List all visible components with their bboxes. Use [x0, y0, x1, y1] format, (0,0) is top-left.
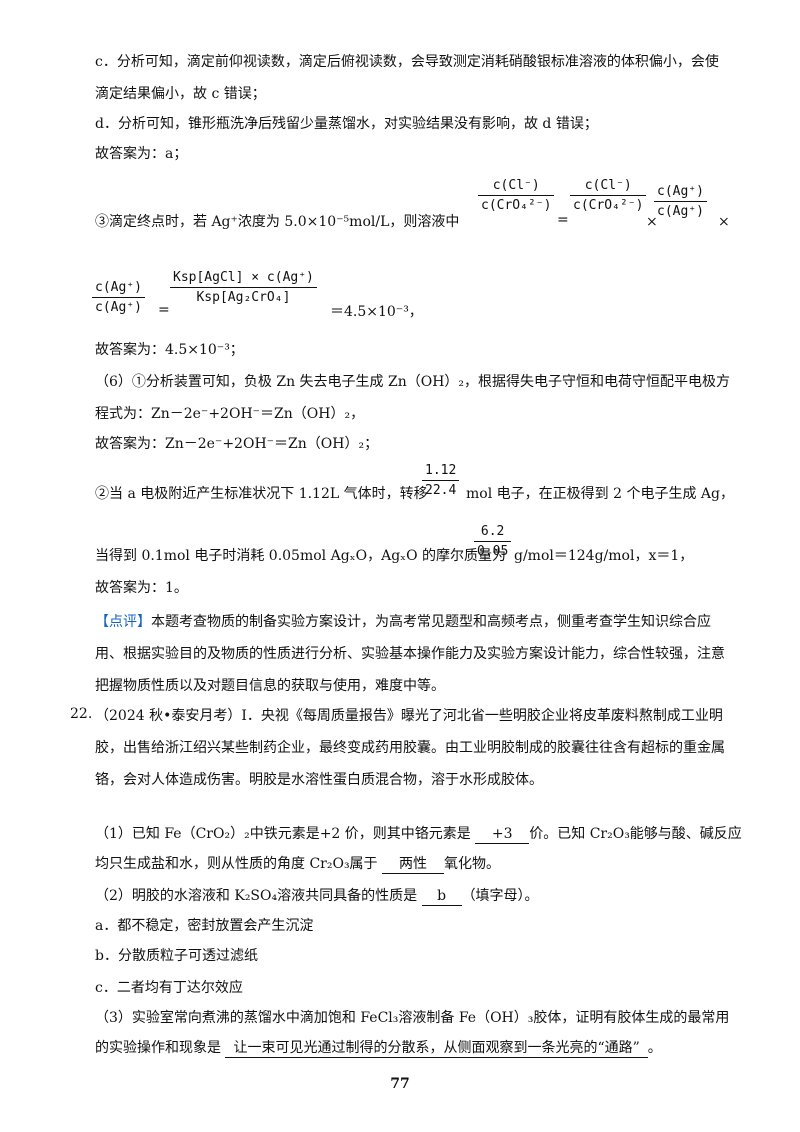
times-sign: × — [718, 214, 730, 230]
fraction-numerator: c(Cl⁻) — [492, 178, 540, 193]
fraction-ksp-ratio: Ksp[AgCl] × c(Ag⁺) Ksp[Ag₂CrO₄] — [170, 268, 317, 307]
fraction-numerator: c(Ag⁺) — [657, 184, 704, 199]
answer-a: 故答案为：a； — [95, 146, 188, 162]
answer-4-5: 故答案为：4.5×10⁻³； — [95, 342, 244, 358]
fraction-denominator: Ksp[Ag₂CrO₄] — [196, 290, 291, 305]
fraction-numerator: c(Cl⁻) — [584, 178, 632, 193]
comment-tag: 【点评】 — [95, 614, 151, 630]
question-1-line-2: 均只生成盐和水，则从性质的角度 Cr₂O₃属于 两性氧化物。 — [95, 854, 500, 874]
fraction-denominator: c(CrO₄²⁻) — [481, 198, 552, 213]
fraction-cl-over-cro4: c(Cl⁻) c(CrO₄²⁻) — [478, 176, 555, 215]
fraction-denominator: 22.4 — [425, 483, 457, 498]
part6b-text: ②当 a 电极附近产生标准状况下 1.12L 气体时，转移 — [95, 484, 428, 504]
result-value: ＝4.5×10⁻³， — [330, 304, 423, 320]
page-number: 77 — [390, 1076, 410, 1092]
times-sign: × — [646, 214, 658, 230]
fraction-denominator: c(Ag⁺) — [657, 204, 704, 219]
q1b-prefix: 均只生成盐和水，则从性质的角度 Cr₂O₃属于 — [95, 856, 378, 872]
fraction-6-2-over-0-05: 6.2 0.05 — [474, 522, 512, 561]
question-number: 22. — [70, 706, 93, 722]
question-3-line-2: 的实验操作和现象是 让一束可见光通过制得的分散系，从侧面观察到一条光亮的“通路”… — [95, 1038, 662, 1058]
q3-answer-blank: 让一束可见光通过制得的分散系，从侧面观察到一条光亮的“通路” — [225, 1040, 648, 1058]
question-22-text: （2024 秋•泰安月考）Ⅰ．央视《每周质量报告》曝光了河北省一些明胶企业将皮革… — [95, 708, 725, 788]
q2-prefix: （2）明胶的水溶液和 K₂SO₄溶液共同具备的性质是 — [95, 888, 418, 904]
part6-answer: 故答案为：Zn－2e⁻+2OH⁻＝Zn（OH）₂； — [95, 436, 379, 452]
fraction-ag-over-ag-2: c(Ag⁺) c(Ag⁺) — [92, 278, 145, 317]
fraction-1-12-over-22-4: 1.12 22.4 — [422, 461, 460, 500]
answer-1: 故答案为：1。 — [95, 580, 188, 596]
q1-answer-blank-2: 两性 — [382, 856, 445, 874]
q1-prefix: （1）已知 Fe（CrO₂）₂中铁元素是+2 价，则其中铬元素是 — [95, 826, 471, 842]
option-b: b．分散质粒子可透过滤纸 — [95, 948, 258, 964]
fraction-denominator: c(CrO₄²⁻) — [573, 198, 644, 213]
part6b-prefix: ②当 a 电极附近产生标准状况下 1.12L 气体时，转移 — [95, 486, 428, 502]
q2-suffix: （填字母）。 — [461, 888, 539, 904]
fraction-numerator: 1.12 — [425, 463, 457, 478]
q1-suffix: 价。已知 Cr₂O₃能够与酸、碱反应 — [529, 826, 742, 842]
fraction-numerator: c(Ag⁺) — [95, 280, 142, 295]
question-2-line: （2）明胶的水溶液和 K₂SO₄溶液共同具备的性质是 b（填字母）。 — [95, 886, 539, 906]
fraction-cl-over-cro4-2: c(Cl⁻) c(CrO₄²⁻) — [570, 176, 647, 215]
part6c-suffix: g/mol＝124g/mol，x＝1， — [514, 548, 694, 564]
q1-answer-blank: +3 — [475, 826, 530, 844]
fraction-ag-over-ag: c(Ag⁺) c(Ag⁺) — [654, 182, 707, 221]
q2-answer-blank: b — [421, 888, 462, 906]
part6b-suffix: mol 电子，在正极得到 2 个电子生成 Ag， — [466, 486, 734, 502]
fraction-denominator: c(Ag⁺) — [95, 300, 142, 315]
q3-suffix: 。 — [647, 1040, 662, 1056]
part6c-prefix: 当得到 0.1mol 电子时消耗 0.05mol AgₓO，AgₓO 的摩尔质量… — [95, 548, 507, 564]
option-c: c．二者均有丁达尔效应 — [95, 980, 243, 996]
comment-block: 【点评】本题考查物质的制备实验方案设计，为高考常见题型和高频考点，侧重考查学生知… — [95, 606, 730, 702]
q3-prefix: 的实验操作和现象是 — [95, 1040, 221, 1056]
step3-text: ③滴定终点时，若 Ag⁺浓度为 5.0×10⁻⁵mol/L，则溶液中 — [95, 214, 460, 230]
c-line-2: 滴定结果偏小，故 c 错误； — [95, 86, 266, 102]
equals-sign: = — [158, 302, 170, 318]
fraction-denominator: 0.05 — [477, 544, 509, 559]
comment-text: 本题考查物质的制备实验方案设计，为高考常见题型和高频考点，侧重考查学生知识综合应… — [95, 614, 725, 694]
q1b-suffix: 氧化物。 — [444, 856, 501, 872]
part6-line-2: 程式为：Zn－2e⁻+2OH⁻＝Zn（OH）₂， — [95, 406, 365, 422]
fraction-numerator: Ksp[AgCl] × c(Ag⁺) — [173, 270, 314, 285]
d-line: d．分析可知，锥形瓶洗净后残留少量蒸馏水，对实验结果没有影响，故 d 错误； — [95, 116, 598, 132]
part6-line-1: （6）①分析装置可知，负极 Zn 失去电子生成 Zn（OH）₂，根据得失电子守恒… — [95, 374, 731, 390]
fraction-numerator: 6.2 — [480, 524, 505, 539]
equals-sign: = — [557, 212, 569, 228]
option-a: a．都不稳定，密封放置会产生沉淀 — [95, 918, 314, 934]
question-3-line-1: （3）实验室常向煮沸的蒸馏水中滴加饱和 FeCl₃溶液制备 Fe（OH）₃胶体，… — [95, 1010, 730, 1026]
c-line-1: c．分析可知，滴定前仰视读数，滴定后俯视读数，会导致测定消耗硝酸银标准溶液的体积… — [95, 54, 719, 70]
